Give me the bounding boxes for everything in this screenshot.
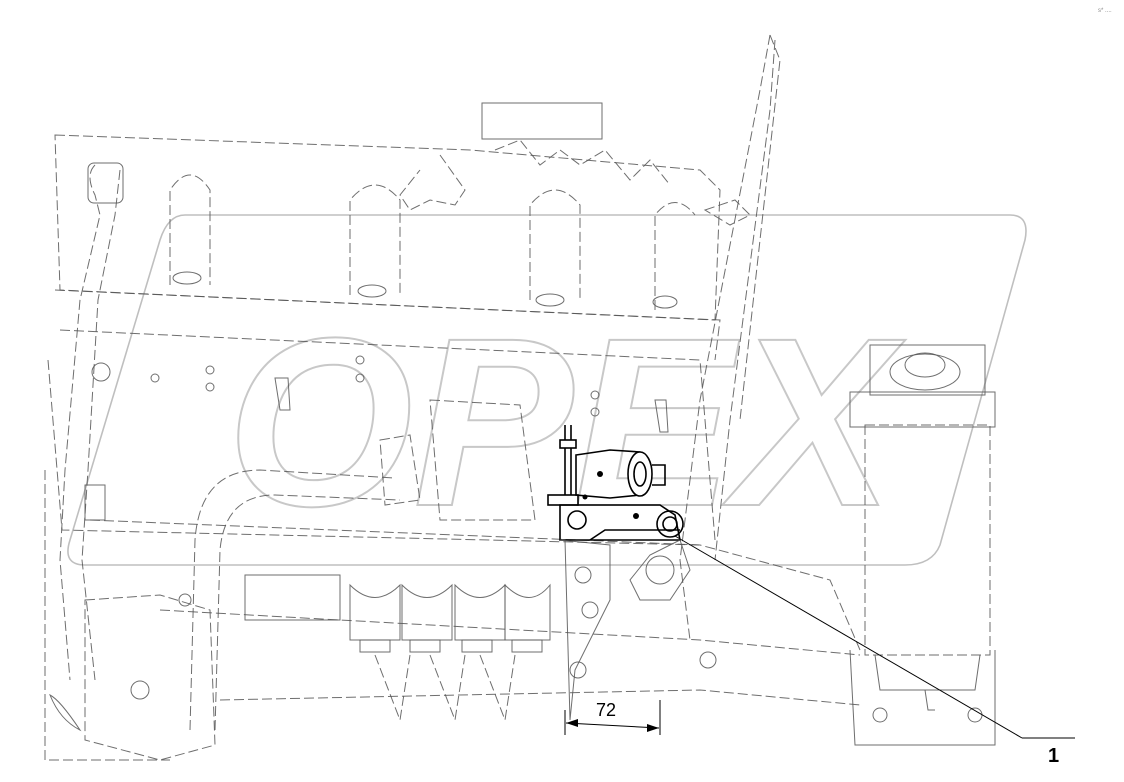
watermark-frame	[67, 214, 1027, 566]
callout-number: 1	[1048, 745, 1059, 767]
fuel-filter	[849, 344, 996, 746]
watermark: OPEX	[67, 214, 1027, 566]
engine-block	[44, 102, 861, 761]
stop-solenoid-assembly	[547, 425, 684, 541]
dimension-text: 72	[596, 700, 616, 720]
lower-bracket	[559, 539, 691, 721]
watermark-text: OPEX	[227, 288, 907, 556]
dimension-72: 72	[564, 700, 661, 735]
callout-1: 1	[674, 535, 1075, 767]
corner-mark: s* ....	[1098, 8, 1112, 14]
mounting-plate	[679, 34, 781, 641]
